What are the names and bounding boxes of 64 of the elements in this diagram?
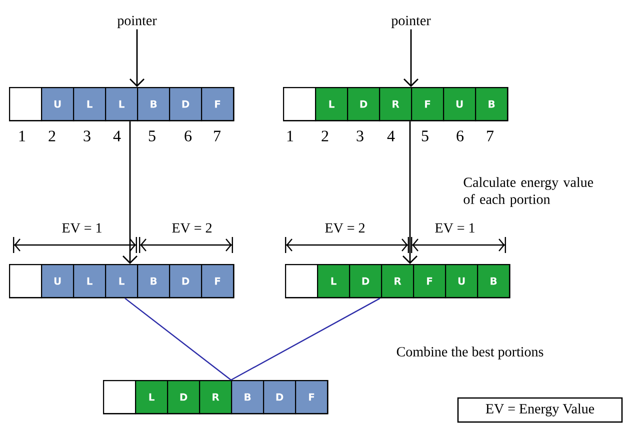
array-cell: L bbox=[105, 264, 138, 298]
energy-value-label: EV = 1 bbox=[62, 223, 102, 233]
index-number: 7 bbox=[487, 130, 494, 142]
array-cell: D bbox=[347, 87, 380, 122]
index-number: 2 bbox=[322, 130, 328, 142]
array-cell: B bbox=[231, 380, 264, 414]
index-number: 7 bbox=[214, 130, 221, 142]
index-number: 5 bbox=[148, 130, 156, 142]
array-cell: F bbox=[413, 264, 446, 298]
energy-value-label: EV = 2 bbox=[172, 223, 212, 233]
array-cell: L bbox=[73, 87, 106, 122]
empty-cell bbox=[9, 87, 42, 122]
step-label: Combine the best portions bbox=[396, 346, 544, 360]
index-number: 4 bbox=[113, 130, 121, 142]
arrow bbox=[402, 121, 418, 264]
array-cell: U bbox=[445, 264, 478, 298]
connector-line bbox=[230, 298, 380, 381]
array-cell: L bbox=[317, 264, 350, 298]
array-cell: L bbox=[73, 264, 106, 298]
array-cell: U bbox=[443, 87, 476, 122]
array-cell: R bbox=[379, 87, 412, 122]
index-number: 3 bbox=[356, 130, 364, 142]
array-cell: L bbox=[105, 87, 138, 122]
array-cell: R bbox=[381, 264, 414, 298]
index-number: 4 bbox=[387, 130, 395, 142]
index-number: 3 bbox=[84, 130, 90, 142]
array-cell: F bbox=[201, 87, 234, 122]
index-number: 1 bbox=[19, 130, 26, 142]
array-cell: D bbox=[169, 87, 202, 122]
arrow bbox=[122, 121, 138, 264]
empty-cell bbox=[283, 87, 316, 122]
key-box: EV = Energy Value bbox=[457, 397, 623, 423]
energy-value-label: EV = 2 bbox=[325, 223, 364, 233]
connector-line bbox=[124, 298, 232, 380]
array-cell: B bbox=[137, 87, 170, 122]
array-cell: F bbox=[295, 380, 328, 414]
pointer-label: pointer bbox=[391, 16, 431, 28]
array-cell: D bbox=[263, 380, 296, 414]
empty-cell bbox=[103, 380, 136, 414]
index-number: 2 bbox=[48, 130, 56, 142]
array-cell: D bbox=[349, 264, 382, 298]
index-number: 5 bbox=[422, 130, 428, 142]
index-number: 1 bbox=[287, 130, 294, 142]
empty-cell bbox=[9, 264, 42, 298]
index-number: 6 bbox=[184, 130, 192, 142]
array-cell: B bbox=[137, 264, 170, 298]
array-cell: B bbox=[477, 264, 510, 298]
array-cell: F bbox=[411, 87, 444, 122]
array-cell: U bbox=[41, 87, 74, 122]
array-cell: U bbox=[41, 264, 74, 298]
array-cell: D bbox=[167, 380, 200, 414]
step-label: Calculate energy value of each portion bbox=[464, 177, 594, 207]
array-cell: B bbox=[475, 87, 508, 122]
arrow bbox=[130, 29, 144, 87]
array-cell: L bbox=[135, 380, 168, 414]
pointer-label: pointer bbox=[117, 16, 157, 28]
array-cell: D bbox=[169, 264, 202, 298]
arrow bbox=[404, 29, 418, 87]
empty-cell bbox=[285, 264, 318, 298]
array-cell: R bbox=[199, 380, 232, 414]
index-number: 6 bbox=[456, 130, 464, 142]
array-cell: L bbox=[315, 87, 348, 122]
array-cell: F bbox=[201, 264, 234, 298]
energy-value-label: EV = 1 bbox=[435, 223, 474, 233]
